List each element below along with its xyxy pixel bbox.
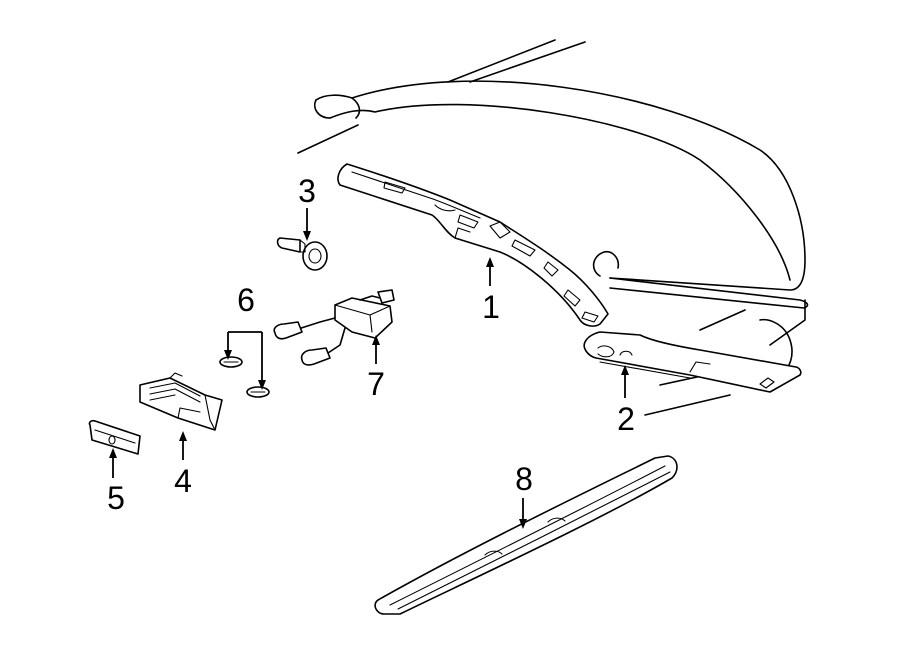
callout-arrows <box>109 208 629 529</box>
callout-1: 1 <box>482 289 500 325</box>
callout-6: 6 <box>237 282 255 318</box>
part-4-lamp-housing <box>139 372 223 431</box>
part-8-sill-plate <box>374 455 678 615</box>
callout-2: 2 <box>617 401 635 437</box>
part-2-rail <box>583 331 802 393</box>
callout-labels: 1 2 3 4 5 6 7 8 <box>107 173 635 516</box>
part-3-fastener <box>276 237 328 271</box>
part-1-trim-panel <box>337 163 609 327</box>
callout-4: 4 <box>174 463 192 499</box>
callout-3: 3 <box>298 173 316 209</box>
part-5-lens <box>88 419 141 455</box>
callout-7: 7 <box>367 366 385 402</box>
part-7-harness <box>273 289 395 366</box>
callout-5: 5 <box>107 480 125 516</box>
callout-8: 8 <box>515 461 533 497</box>
